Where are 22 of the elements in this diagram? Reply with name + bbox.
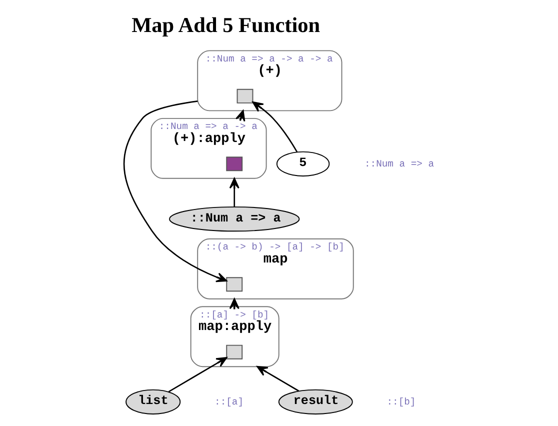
arrow [168, 356, 227, 392]
node-label: ::Num a => a -> a [158, 121, 257, 132]
arrow [256, 366, 299, 392]
node-ellipse: list [125, 389, 180, 414]
node-label: ::Num a => a [364, 158, 434, 170]
node-label: ::(a -> b) -> [a] -> [b] [204, 242, 344, 253]
node-box [226, 277, 242, 292]
node-label: ::[a] -> [b] [199, 309, 269, 320]
node-ellipse: ::Num a => a [168, 206, 300, 232]
node-ellipse: result [278, 389, 352, 414]
node-box [226, 156, 242, 172]
node-label: ::[a] [214, 396, 244, 408]
arrow [252, 101, 298, 152]
node-box [236, 88, 253, 104]
arrow [228, 298, 239, 310]
diagram-title: Map Add 5 Function [131, 12, 320, 37]
arrow [228, 178, 239, 207]
arrow [122, 100, 227, 282]
node-box [226, 344, 242, 360]
node-label: ::[b] [386, 396, 416, 408]
node-ellipse: 5 [276, 151, 330, 176]
node-label: ::Num a => a -> a -> a [204, 53, 332, 64]
